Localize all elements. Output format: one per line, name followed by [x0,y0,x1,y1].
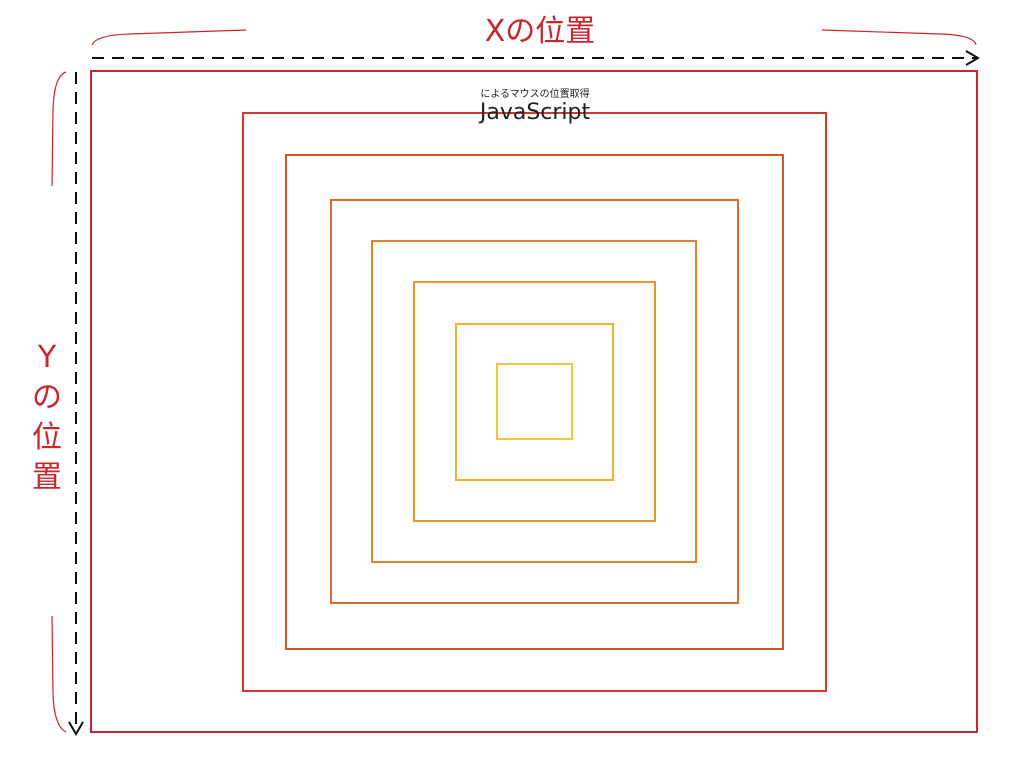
concentric-square [242,112,827,692]
concentric-squares [90,70,978,733]
y-bracket-bottom [51,615,67,733]
concentric-square [330,199,739,604]
y-axis-arrowhead [68,721,84,736]
outer-frame [90,70,978,733]
concentric-square [371,240,697,563]
x-bracket-left [91,29,247,46]
y-label-char: 置 [32,460,62,495]
diagram-subtitle: によるマウスの位置取得 [480,89,590,100]
concentric-square [455,323,614,481]
y-label-char: 位 [32,420,62,455]
y-position-label: Y の 位 置 [22,338,72,498]
concentric-square [413,281,656,522]
diagram-title: JavaScript [479,100,591,125]
y-bracket-top [51,71,67,187]
x-bracket-right [821,29,977,46]
concentric-square [285,154,784,650]
y-label-char: の [32,380,62,415]
concentric-square [496,363,573,440]
y-label-char: Y [37,340,57,375]
x-axis-arrowhead [965,50,980,66]
x-position-label: Xの位置 [484,14,596,49]
